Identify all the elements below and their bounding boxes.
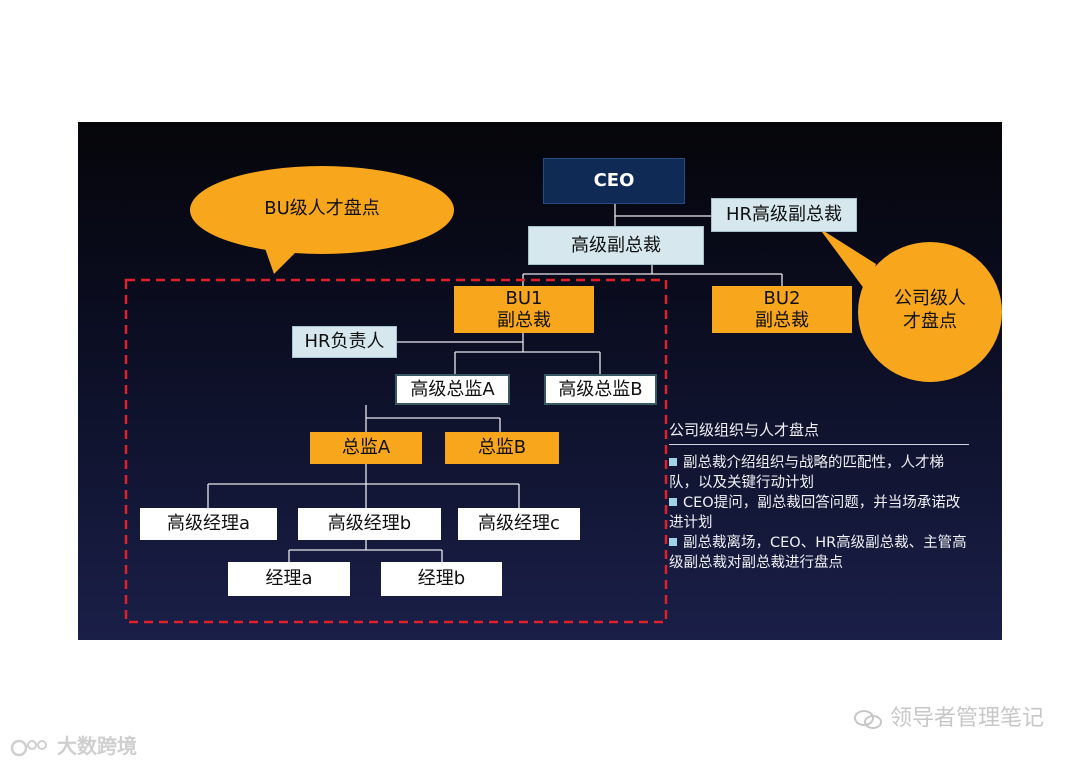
connector-lines (124, 166, 1002, 624)
node-sr-manager-b: 高级经理b (298, 508, 441, 540)
company-review-panel: 公司级组织与人才盘点 副总裁介绍组织与战略的匹配性，人才梯队，以及关键行动计划 … (669, 420, 969, 573)
bu-callout-bubble (190, 166, 454, 274)
company-callout-bubble (819, 228, 1002, 382)
node-director-b: 总监B (445, 432, 559, 464)
panel-bullet: 副总裁离场，CEO、HR高级副总裁、主管高级副总裁对副总裁进行盘点 (669, 535, 967, 571)
square-bullet-icon (669, 538, 677, 546)
node-director-a: 总监A (310, 432, 422, 464)
square-bullet-icon (669, 458, 677, 466)
node-hr-svp: HR高级副总裁 (711, 198, 857, 232)
node-manager-b: 经理b (381, 562, 502, 596)
bu-review-label: BU级人才盘点 (264, 198, 380, 219)
node-bu1-vp: BU1 副总裁 (454, 286, 594, 333)
logo-icon (10, 739, 47, 756)
chat-bubbles-icon (853, 710, 882, 729)
panel-title: 公司级组织与人才盘点 (669, 420, 969, 445)
node-sr-director-b: 高级总监B (544, 374, 657, 405)
slide: BU级人才盘点 公司级人 才盘点 CEO HR高级副总裁 高级副总裁 BU1 副… (78, 122, 1002, 640)
company-review-label: 公司级人 才盘点 (894, 288, 966, 332)
node-ceo: CEO (543, 158, 685, 204)
node-bu2-vp: BU2 副总裁 (712, 286, 852, 333)
node-sr-manager-a: 高级经理a (140, 508, 277, 540)
node-manager-a: 经理a (228, 562, 350, 596)
panel-bullet: 副总裁介绍组织与战略的匹配性，人才梯队，以及关键行动计划 (669, 455, 944, 491)
bu-region-outline (124, 278, 668, 624)
node-hr-head: HR负责人 (292, 326, 397, 358)
node-svp: 高级副总裁 (528, 226, 704, 265)
panel-bullet: CEO提问，副总裁回答问题，并当场承诺改进计划 (669, 495, 961, 531)
node-sr-manager-c: 高级经理c (458, 508, 580, 540)
square-bullet-icon (669, 498, 677, 506)
watermark-right: 领导者管理笔记 (853, 700, 1044, 732)
watermark-left: 大数跨境 (10, 730, 137, 759)
node-sr-director-a: 高级总监A (395, 374, 510, 405)
